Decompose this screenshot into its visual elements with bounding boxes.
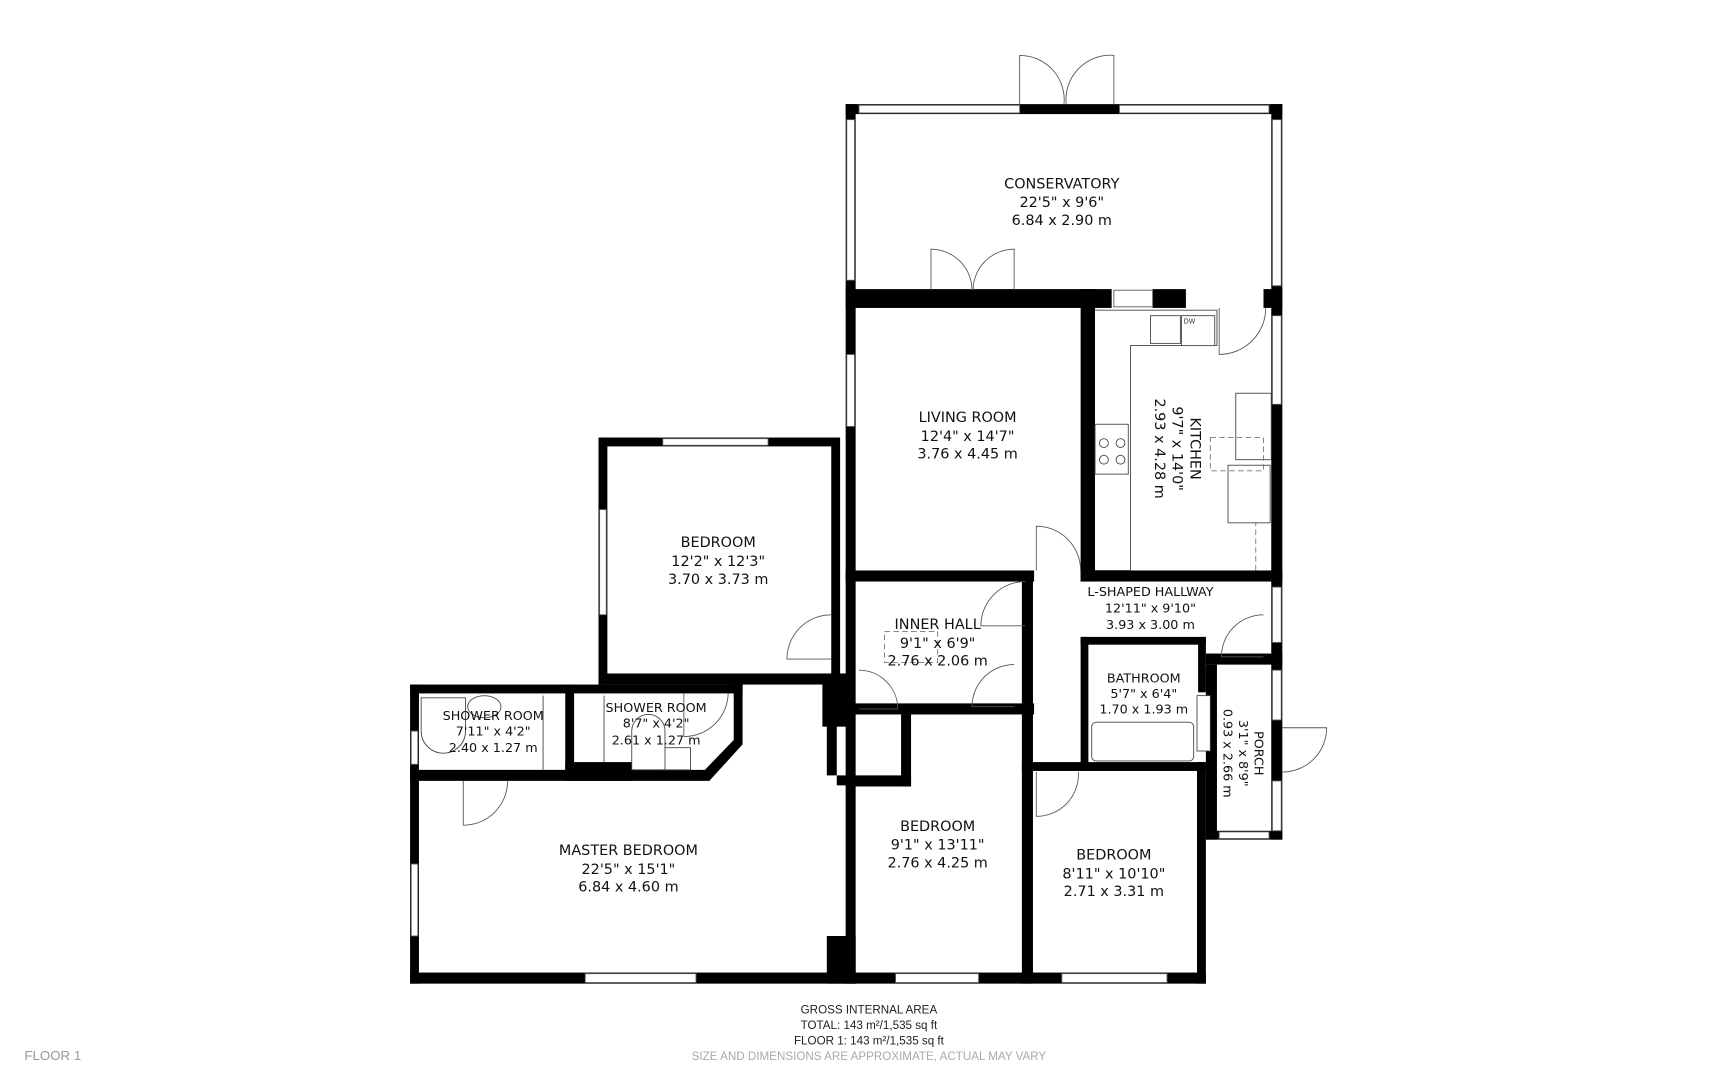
room-imperial: 12'2" x 12'3" xyxy=(671,554,765,570)
room-master-bedroom: MASTER BEDROOM 22'5" x 15'1" 6.84 x 4.60… xyxy=(559,843,698,896)
room-metric: 0.93 x 2.66 m xyxy=(1220,709,1235,798)
room-living: LIVING ROOM 12'4" x 14'7" 3.76 x 4.45 m xyxy=(917,410,1017,463)
room-metric: 1.70 x 1.93 m xyxy=(1099,702,1188,717)
room-name: SHOWER ROOM xyxy=(606,701,707,716)
room-bathroom: BATHROOM 5'7" x 6'4" 1.70 x 1.93 m xyxy=(1099,671,1188,717)
room-bedroom-2: BEDROOM 9'1" x 13'11" 2.76 x 4.25 m xyxy=(887,819,987,872)
room-metric: 6.84 x 2.90 m xyxy=(1012,213,1112,229)
room-imperial: 22'5" x 9'6" xyxy=(1019,195,1104,211)
disclaimer: SIZE AND DIMENSIONS ARE APPROXIMATE, ACT… xyxy=(692,1050,1047,1063)
room-kitchen: KITCHEN 9'7" x 14'0" 2.93 x 4.28 m xyxy=(1151,398,1202,498)
room-name: SHOWER ROOM xyxy=(443,709,544,724)
room-imperial: 12'4" x 14'7" xyxy=(921,429,1015,445)
room-imperial: 5'7" x 6'4" xyxy=(1110,687,1177,702)
room-name: LIVING ROOM xyxy=(919,410,1017,426)
room-name: PORCH xyxy=(1251,731,1266,775)
room-shower-1: SHOWER ROOM 7'11" x 4'2" 2.40 x 1.27 m xyxy=(443,709,544,756)
room-name: BATHROOM xyxy=(1107,671,1181,686)
room-metric: 2.40 x 1.27 m xyxy=(449,741,538,756)
room-imperial: 3'1" x 8'9" xyxy=(1235,720,1250,787)
room-conservatory: CONSERVATORY 22'5" x 9'6" 6.84 x 2.90 m xyxy=(1004,176,1119,229)
room-name: BEDROOM xyxy=(1076,848,1151,864)
room-name: BEDROOM xyxy=(681,535,756,551)
room-metric: 2.76 x 2.06 m xyxy=(887,654,987,670)
room-bedroom-1: BEDROOM 12'2" x 12'3" 3.70 x 3.73 m xyxy=(668,535,768,588)
room-imperial: 9'1" x 13'11" xyxy=(891,838,985,854)
room-shower-2: SHOWER ROOM 8'7" x 4'2" 2.61 x 1.27 m xyxy=(606,701,707,748)
room-imperial: 22'5" x 15'1" xyxy=(582,862,676,878)
room-name: BEDROOM xyxy=(900,819,975,835)
area-heading: GROSS INTERNAL AREA xyxy=(801,1004,938,1017)
room-metric: 2.93 x 4.28 m xyxy=(1151,398,1167,498)
room-metric: 3.93 x 3.00 m xyxy=(1106,618,1195,633)
room-imperial: 9'1" x 6'9" xyxy=(900,636,975,652)
room-metric: 2.76 x 4.25 m xyxy=(887,855,987,871)
room-name: INNER HALL xyxy=(895,617,981,633)
room-metric: 2.61 x 1.27 m xyxy=(612,733,701,748)
windows xyxy=(410,104,1282,983)
area-total: TOTAL: 143 m²/1,535 sq ft xyxy=(801,1019,938,1032)
fixtures: DW xyxy=(420,309,1272,771)
floor-label: FLOOR 1 xyxy=(24,1048,81,1063)
room-name: CONSERVATORY xyxy=(1004,176,1119,192)
room-porch: PORCH 3'1" x 8'9" 0.93 x 2.66 m xyxy=(1220,709,1266,798)
dishwasher-label: DW xyxy=(1184,317,1196,325)
room-imperial: 12'11" x 9'10" xyxy=(1105,602,1196,617)
room-metric: 3.70 x 3.73 m xyxy=(668,572,768,588)
room-imperial: 8'7" x 4'2" xyxy=(623,717,690,732)
room-metric: 6.84 x 4.60 m xyxy=(578,880,678,896)
room-inner-hall: INNER HALL 9'1" x 6'9" 2.76 x 2.06 m xyxy=(887,617,987,670)
room-metric: 2.71 x 3.31 m xyxy=(1064,884,1164,900)
room-imperial: 7'11" x 4'2" xyxy=(456,725,531,740)
doors xyxy=(462,54,1328,826)
room-imperial: 9'7" x 14'0" xyxy=(1169,406,1185,491)
room-imperial: 8'11" x 10'10" xyxy=(1062,866,1165,882)
room-name: MASTER BEDROOM xyxy=(559,843,698,859)
walls xyxy=(410,104,1283,984)
room-hallway: L-SHAPED HALLWAY 12'11" x 9'10" 3.93 x 3… xyxy=(1087,585,1213,633)
area-floor: FLOOR 1: 143 m²/1,535 sq ft xyxy=(794,1035,945,1048)
room-name: KITCHEN xyxy=(1186,417,1202,479)
room-bedroom-3: BEDROOM 8'11" x 10'10" 2.71 x 3.31 m xyxy=(1062,848,1165,901)
room-labels: CONSERVATORY 22'5" x 9'6" 6.84 x 2.90 m … xyxy=(443,176,1266,900)
room-name: L-SHAPED HALLWAY xyxy=(1087,585,1213,600)
room-metric: 3.76 x 4.45 m xyxy=(917,447,1017,463)
area-summary: GROSS INTERNAL AREA TOTAL: 143 m²/1,535 … xyxy=(692,1004,1047,1064)
